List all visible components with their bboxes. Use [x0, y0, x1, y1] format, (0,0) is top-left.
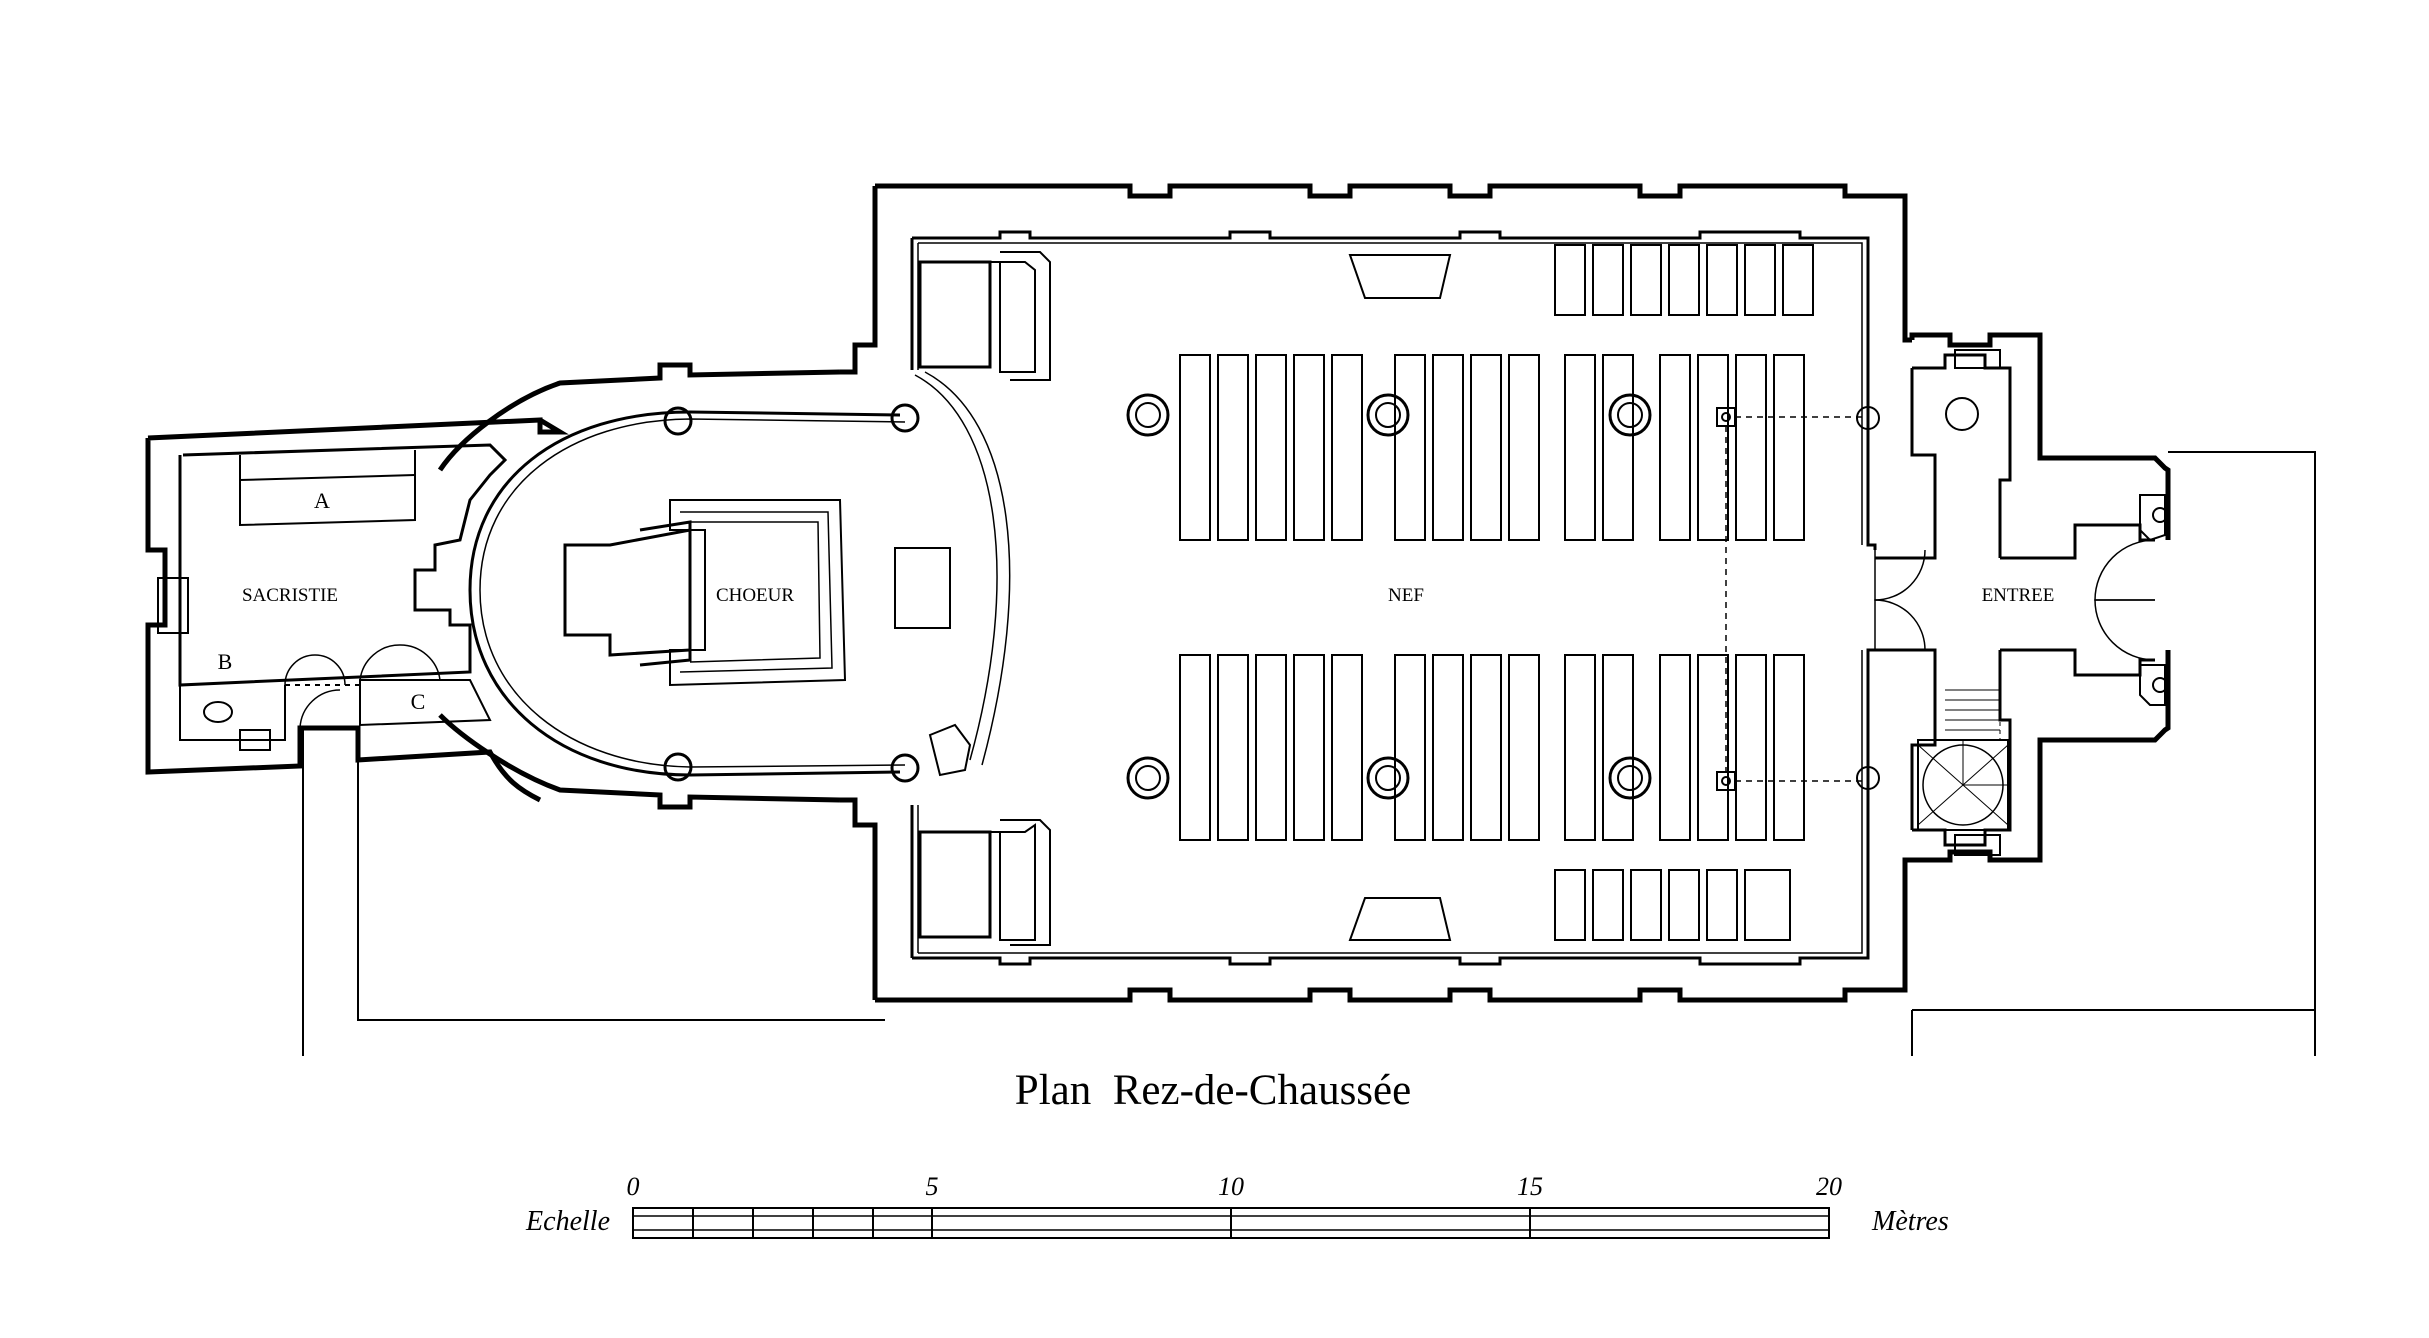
scale-label: Echelle	[525, 1206, 610, 1237]
entrance-walls	[1874, 332, 2171, 863]
label-entree: ENTREE	[1982, 585, 2055, 606]
sacristy-walls	[145, 417, 570, 803]
scale-unit: Mètres	[1871, 1206, 1949, 1237]
columns	[1126, 393, 1880, 800]
label-b: B	[218, 649, 233, 674]
altar	[563, 499, 951, 687]
scale-tick-15: 15	[1517, 1172, 1543, 1201]
site-lines	[302, 451, 2316, 1056]
label-nef: NEF	[1388, 585, 1424, 606]
label-choeur: CHOEUR	[716, 585, 794, 606]
apse-walls	[437, 362, 1011, 810]
label-sacristie: SACRISTIE	[242, 585, 338, 606]
scale-tick-5: 5	[926, 1172, 939, 1201]
plan-title: Plan Rez-de-Chaussée	[1015, 1067, 1411, 1114]
pews-upper	[1179, 244, 1814, 541]
scale-bar	[632, 1207, 1830, 1239]
scale-tick-20: 20	[1816, 1172, 1842, 1201]
scale-tick-0: 0	[627, 1172, 640, 1201]
label-a: A	[314, 488, 330, 513]
pews-lower	[1179, 654, 1805, 941]
scale-tick-10: 10	[1218, 1172, 1244, 1201]
side-benches	[918, 251, 1452, 946]
nave-walls	[840, 183, 1912, 1003]
label-c: C	[411, 689, 426, 714]
